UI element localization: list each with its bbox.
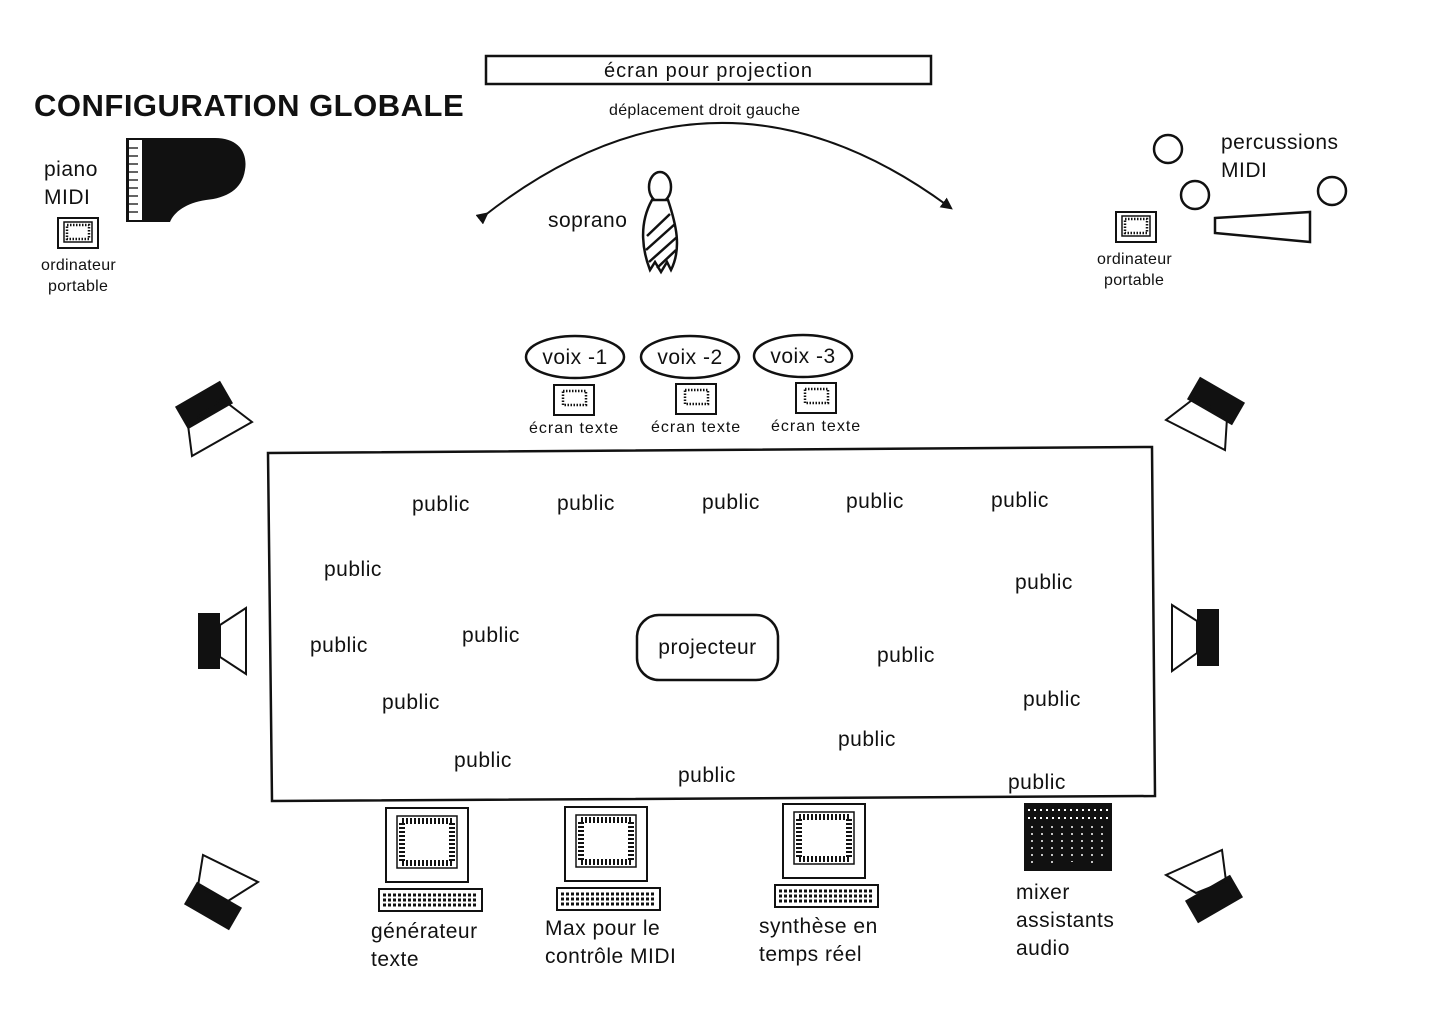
audience-label: public	[1023, 688, 1081, 711]
speaker-bottom-left-icon	[183, 853, 261, 931]
voice-2-label: voix -2	[657, 346, 723, 369]
movement-label: déplacement droit gauche	[609, 102, 801, 119]
speaker-bottom-right-icon	[1163, 848, 1244, 924]
max-midi-label: Max pour le contrôle MIDI	[545, 917, 677, 968]
text-screen-3-icon	[795, 382, 837, 414]
audience-label: public	[846, 490, 904, 513]
audience-label: public	[877, 644, 935, 667]
projection-screen-label: écran pour projection	[604, 60, 813, 82]
page-title: CONFIGURATION GLOBALE	[34, 88, 465, 123]
voice-3-label: voix -3	[770, 345, 836, 368]
piano-label: piano MIDI	[44, 158, 98, 209]
audience-label: public	[838, 728, 896, 751]
text-screen-1-icon	[553, 384, 595, 416]
audience-label: public	[462, 624, 520, 647]
projector-box	[635, 613, 780, 682]
voice-1-ellipse	[524, 334, 626, 380]
mixer-label: mixer assistants audio	[1016, 881, 1115, 960]
projector-label: projecteur	[658, 636, 757, 659]
audience-label: public	[412, 493, 470, 516]
voice-3-ellipse	[752, 333, 854, 379]
computer-max-midi-icon	[556, 806, 661, 911]
audience-label: public	[702, 491, 760, 514]
percussions-label: percussions MIDI	[1221, 131, 1339, 182]
mixer-icon	[1024, 803, 1112, 871]
audience-label: public	[678, 764, 736, 787]
percussion-icon	[1152, 133, 1348, 244]
text-screen-1-label: écran texte	[529, 420, 620, 437]
computer-text-generator-icon	[378, 807, 483, 912]
movement-arrow	[475, 122, 953, 225]
synthesis-label: synthèse en temps réel	[759, 915, 878, 966]
audience-label: public	[382, 691, 440, 714]
piano-icon	[126, 138, 246, 222]
text-screen-3-label: écran texte	[771, 418, 862, 435]
text-screen-2-icon	[675, 383, 717, 415]
text-screen-2-label: écran texte	[651, 419, 742, 436]
speaker-top-right-icon	[1164, 376, 1246, 452]
audience-label: public	[310, 634, 368, 657]
soprano-label: soprano	[548, 209, 628, 232]
audience-label: public	[991, 489, 1049, 512]
laptop-right-label: ordinateur portable	[1097, 251, 1173, 289]
computer-synthesis-icon	[774, 803, 879, 908]
voice-2-ellipse	[639, 334, 741, 380]
audience-label: public	[1015, 571, 1073, 594]
text-generator-label: générateur texte	[371, 920, 478, 971]
audience-label: public	[557, 492, 615, 515]
audience-area	[266, 445, 1157, 803]
projection-screen	[484, 54, 933, 86]
laptop-left-icon	[57, 217, 99, 249]
laptop-left-label: ordinateur portable	[41, 257, 117, 295]
audience-label: public	[1008, 771, 1066, 794]
speaker-mid-left-icon	[198, 606, 247, 676]
laptop-right-icon	[1115, 211, 1157, 243]
speaker-top-left-icon	[174, 380, 254, 458]
voice-1-label: voix -1	[542, 346, 608, 369]
soprano-figure	[641, 170, 679, 275]
audience-label: public	[454, 749, 512, 772]
audience-label: public	[324, 558, 382, 581]
speaker-mid-right-icon	[1171, 603, 1219, 673]
